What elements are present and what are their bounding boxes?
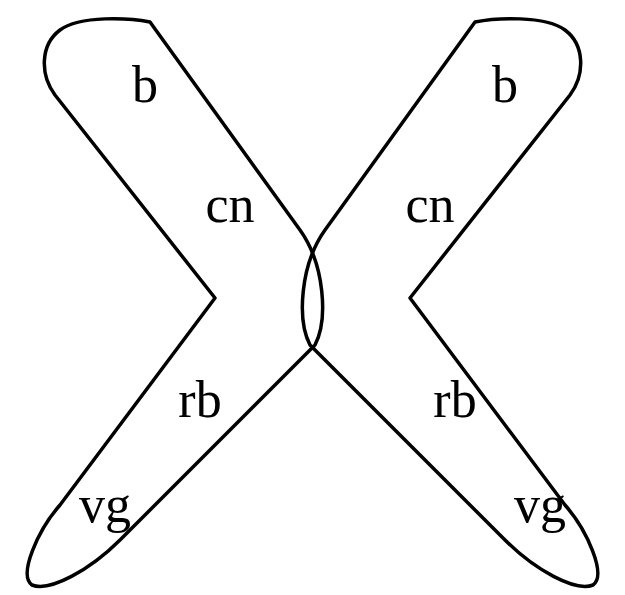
- gene-label: rb: [178, 374, 221, 426]
- gene-label: vg: [79, 479, 131, 531]
- gene-label: cn: [205, 179, 254, 231]
- gene-label: b: [492, 59, 518, 111]
- gene-label: vg: [514, 479, 566, 531]
- gene-label: cn: [405, 179, 454, 231]
- gene-label: b: [132, 59, 158, 111]
- gene-label: rb: [433, 374, 476, 426]
